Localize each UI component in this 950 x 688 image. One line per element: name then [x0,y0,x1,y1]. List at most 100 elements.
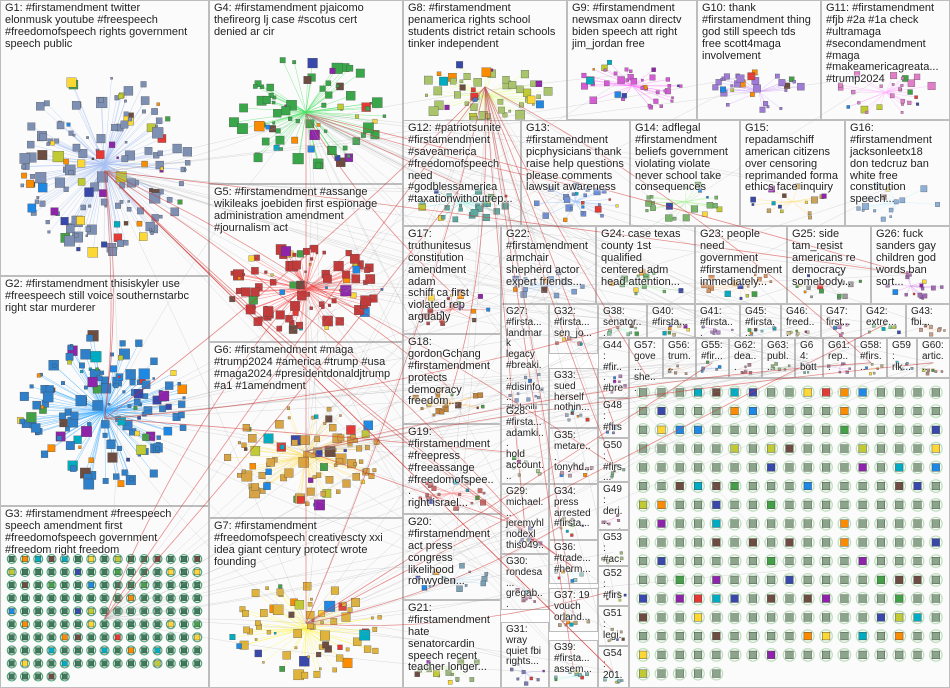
group-g38[interactable]: G38: senator... [598,304,647,338]
group-g40[interactable]: G40: #firsta... [647,304,695,338]
group-g15[interactable]: G15: repadamschiff american citizens ove… [740,120,845,226]
group-g60[interactable]: G60: artic... [917,338,950,378]
group-g34[interactable]: G34: press arrested #firsta... [549,484,598,540]
group-g6[interactable]: G6: #firstamendment #maga #trump2024 #am… [209,342,403,518]
group-g32[interactable]: G32: #firsta... sen_jo... [549,304,598,354]
node-loop [910,404,925,418]
group-g48[interactable]: G48: #firs... mat... [598,398,629,438]
group-g18[interactable]: G18: gordonGchang #firstamendment protec… [403,334,501,424]
edge [288,408,307,456]
group-g37[interactable]: G37: 19 vouch orland... [549,588,598,632]
group-g9[interactable]: G9: #firstamendment newsmax oann directv… [567,0,697,120]
group-g17[interactable]: G17: truthunitesus constitution amendmen… [403,226,501,334]
group-g55[interactable]: G55: #fir... [696,338,729,378]
group-g14[interactable]: G14: adflegal #firstamendment beliefs go… [630,120,740,226]
group-g24[interactable]: G24: case texas county 1st qualified cen… [596,226,695,304]
edge [295,628,307,648]
group-g33[interactable]: G33: sued herself nothin... [549,368,598,428]
edge [51,410,105,449]
group-g64[interactable]: G64: bott... [795,338,823,378]
node [233,269,245,281]
group-g16[interactable]: G16: #firstamendment jacksonleetx18 don … [845,120,950,226]
group-g28[interactable]: G28: #firsta... adamki... hold account..… [501,404,549,484]
node [785,463,794,472]
group-g27[interactable]: G27: #firsta... landmark legacy #breaki.… [501,304,549,410]
group-g4[interactable]: G4: #firstamendment pjaicomo thefireorg … [209,0,403,184]
group-g5[interactable]: G5: #firstamendment #assange wikileaks j… [209,184,403,342]
group-g39[interactable]: G39: #firsta... assem... [549,640,598,688]
group-g43[interactable]: G43: fbi... [906,304,950,338]
group-g3[interactable]: G3: #firstamendment #freespeech speech a… [0,506,209,688]
group-g51[interactable]: G51: legi... [598,606,629,646]
group-g26[interactable]: G26: fuck sanders gay children god words… [871,226,950,304]
group-g8[interactable]: G8: #firstamendment penamerica rights sc… [403,0,567,140]
edge [652,201,686,209]
group-g49[interactable]: G49: deri... sest... [598,482,629,530]
node [142,393,149,399]
group-g52[interactable]: G52: #firs... [598,566,629,606]
group-g47[interactable]: G47: first... [821,304,861,338]
group-g2[interactable]: G2: #firstamendment thisiskyler use #fre… [0,276,209,506]
group-g7[interactable]: G7: #firstamendment #freedomofspeech cre… [209,518,403,688]
node-loop [855,479,870,493]
node [179,424,187,431]
group-g10[interactable]: G10: thank #firstamendment thing god sti… [697,0,821,120]
group-g46[interactable]: G46: freed... [781,304,821,338]
node [873,209,877,213]
group-g31[interactable]: G31: wray quiet fbi rights... [501,622,549,688]
group-g35[interactable]: G35: metare... tonyhd... [549,428,598,484]
group-g13[interactable]: G13: #firstamendment picphysicians thank… [521,120,630,226]
group-g62[interactable]: G62: dea... [729,338,762,378]
group-g11[interactable]: G11: #firstamendment #fjb #2a #1a check … [821,0,950,120]
group-g61[interactable]: G61: rep... [823,338,855,378]
node [122,420,133,431]
node [120,120,129,129]
node [29,421,37,429]
group-g23[interactable]: G23: people need government #firstamendm… [695,226,787,304]
node-loop [72,580,84,591]
group-g19[interactable]: G19: #firstamendment #freepress #freeass… [403,424,501,514]
group-g29[interactable]: G29: michael... jeremyhl nodexl this049.… [501,484,549,554]
node [748,482,757,491]
group-g12[interactable]: G12: #patriotsunite #firstamendment #sav… [403,120,521,226]
group-g58[interactable]: G58: #firs... [855,338,887,378]
node [675,594,684,603]
group-g30[interactable]: G30: rondesa... gregab... [501,554,549,610]
group-g54[interactable]: G54: 201... [598,646,629,688]
group-g45[interactable]: G45: #firsta... [740,304,781,338]
group-g56[interactable]: G56: trum... [663,338,696,378]
group-small-grid[interactable] [629,378,950,688]
group-g21[interactable]: G21: #firstamendment hate senatorcardin … [403,600,501,688]
group-g42[interactable]: G42: extre... [861,304,906,338]
node [289,319,295,326]
node [311,619,315,623]
group-g22[interactable]: G22: #firstamendment armchair shepherd a… [501,226,596,304]
edge [305,455,352,464]
group-g57[interactable]: G57: gove... she... [629,338,663,398]
group-g1[interactable]: G1: #firstamendment twitter elonmusk you… [0,0,209,276]
edge [670,329,675,335]
node-loop [636,648,651,662]
node [224,453,232,461]
node [449,77,457,85]
edge [82,153,105,165]
group-g50[interactable]: G50: #firs... poli... [598,438,629,482]
node [734,80,741,88]
group-g25[interactable]: G25: side tam_resist americans re democr… [787,226,871,304]
group-g20[interactable]: G20: #firstamendment act press congress … [403,514,501,600]
node [840,519,849,528]
group-g53[interactable]: G53: #ac... [598,530,629,566]
group-g44[interactable]: G44: #fir... #bre... [598,338,629,398]
group-g59[interactable]: G59: rlk... [887,338,917,378]
edge [104,404,110,412]
node [822,613,831,622]
node-loop [19,606,31,617]
node [71,101,81,110]
node [307,655,310,659]
node-loop [855,573,870,587]
node-loop [178,606,190,617]
group-g36[interactable]: G36: #trade... #herm... [549,540,598,584]
group-g63[interactable]: G63: publ... [762,338,795,378]
node [257,316,263,322]
group-g41[interactable]: G41: #firsta... [695,304,740,338]
